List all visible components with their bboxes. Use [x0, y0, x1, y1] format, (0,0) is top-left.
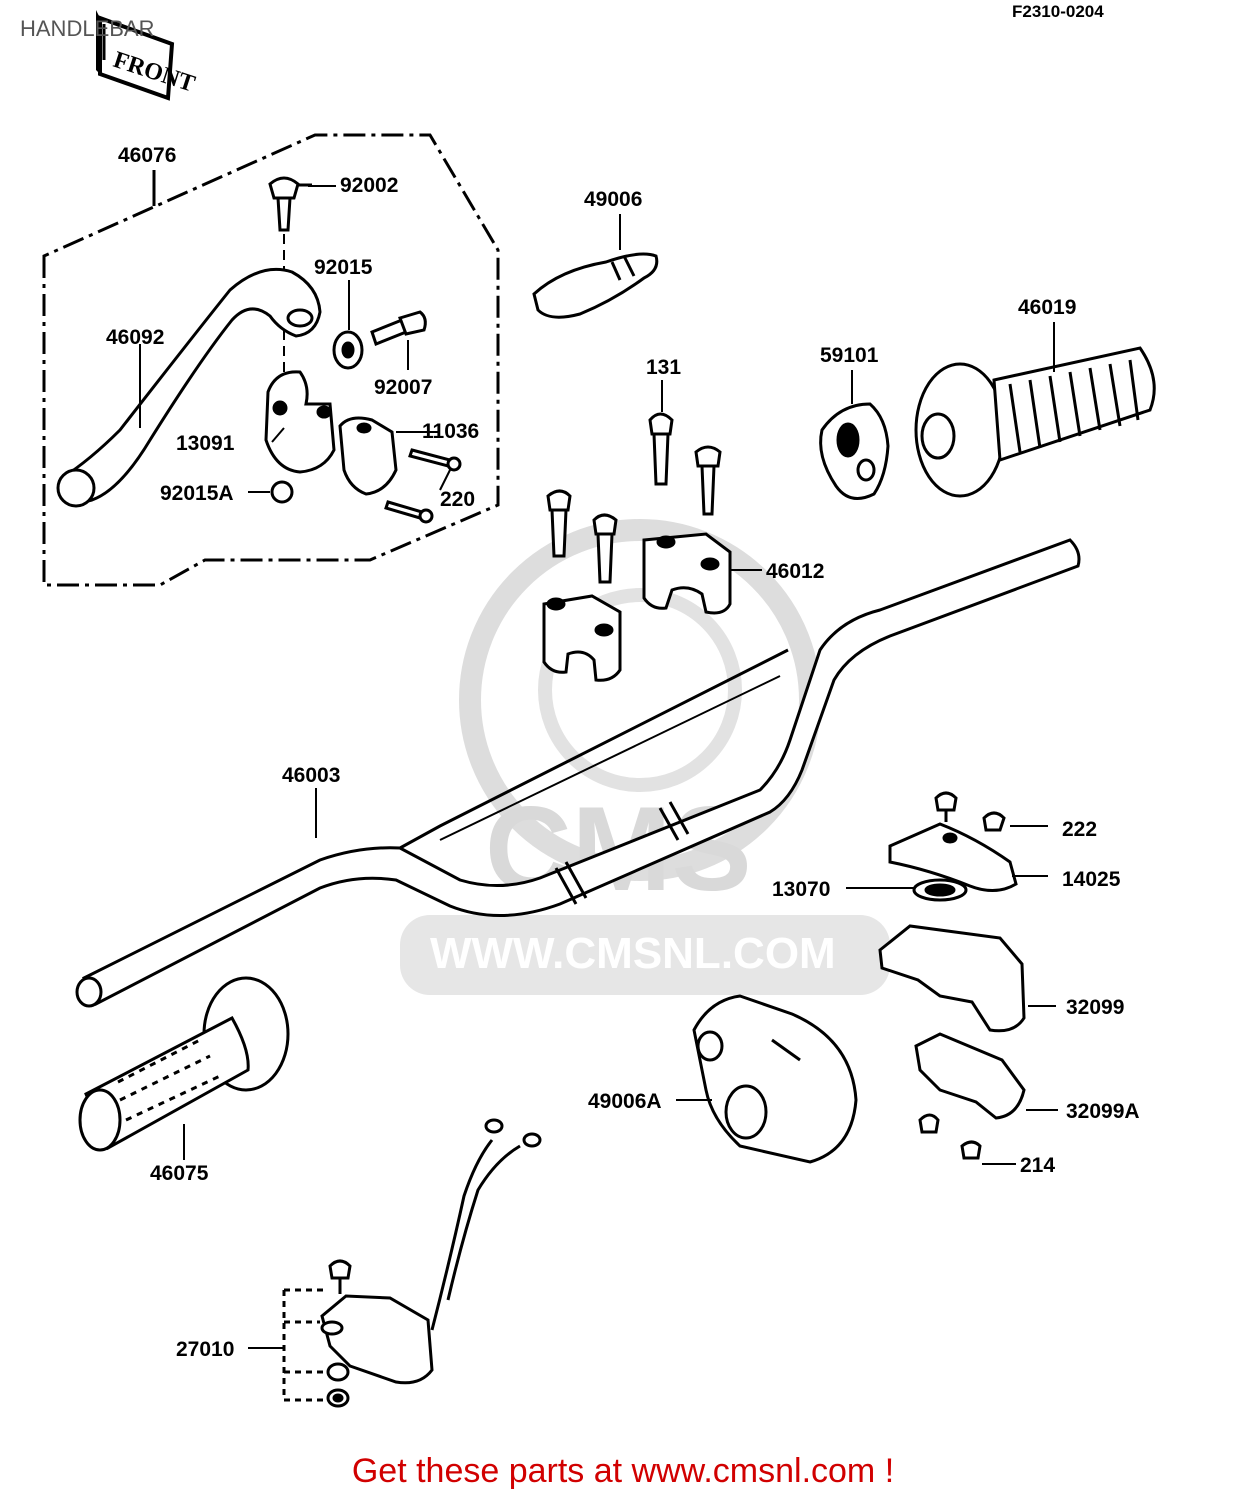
- label-46075: 46075: [150, 1162, 209, 1185]
- footer-link[interactable]: Get these parts at www.cmsnl.com !: [351, 1452, 895, 1490]
- label-59101: 59101: [820, 344, 879, 367]
- label-13070: 13070: [772, 878, 830, 901]
- throttle-pulley-59101: [819, 402, 890, 500]
- label-131: 131: [646, 356, 681, 379]
- page-title: HANDLEBAR: [20, 16, 155, 41]
- lever-assembly-outline: [42, 133, 500, 587]
- switch-27010: [282, 1118, 542, 1408]
- label-49006: 49006: [584, 188, 642, 211]
- left-grip-46075: [78, 976, 290, 1152]
- label-220: 220: [440, 488, 475, 511]
- bolts-131: [546, 412, 722, 584]
- label-49006A: 49006A: [588, 1090, 662, 1113]
- handlebar-holders-46012: [542, 532, 732, 682]
- lever-holder-13091: [264, 370, 336, 474]
- label-214: 214: [1020, 1154, 1055, 1177]
- label-46019: 46019: [1018, 296, 1076, 319]
- screw-92007: [370, 310, 427, 346]
- label-92015A: 92015A: [160, 482, 234, 505]
- handlebar-46003: [75, 538, 1081, 1008]
- washer-92015: [332, 330, 364, 370]
- label-14025: 14025: [1062, 868, 1121, 891]
- label-92007: 92007: [374, 376, 432, 399]
- label-46076: 46076: [118, 144, 176, 167]
- bolt-220: [384, 448, 462, 524]
- label-32099: 32099: [1066, 996, 1124, 1019]
- label-46092: 46092: [106, 326, 164, 349]
- label-46003: 46003: [282, 764, 340, 787]
- ball-92015A: [270, 480, 294, 504]
- label-27010: 27010: [176, 1338, 234, 1361]
- throttle-cover-49006A: [692, 994, 858, 1164]
- leader-lines: [139, 185, 1058, 1349]
- label-92015: 92015: [314, 256, 373, 279]
- label-46012: 46012: [766, 560, 824, 583]
- label-92002: 92002: [340, 174, 398, 197]
- throttle-grip-46019: [914, 346, 1156, 498]
- label-13091: 13091: [176, 432, 235, 455]
- label-222: 222: [1062, 818, 1097, 841]
- label-32099A: 32099A: [1066, 1100, 1140, 1123]
- right-switch-group: [878, 791, 1026, 1160]
- cover-49006: [532, 252, 659, 319]
- bolt-92002: [268, 176, 312, 232]
- diagram-code: F2310-0204: [1012, 2, 1104, 21]
- clutch-lever-46092: [56, 267, 322, 508]
- clamp-11036: [338, 416, 398, 496]
- part-labels: 46076 92002 49006 92015 46092 92007 4601…: [106, 144, 1140, 1361]
- watermark-url: WWW.CMSNL.COM: [430, 929, 836, 978]
- label-11036: 11036: [422, 420, 479, 443]
